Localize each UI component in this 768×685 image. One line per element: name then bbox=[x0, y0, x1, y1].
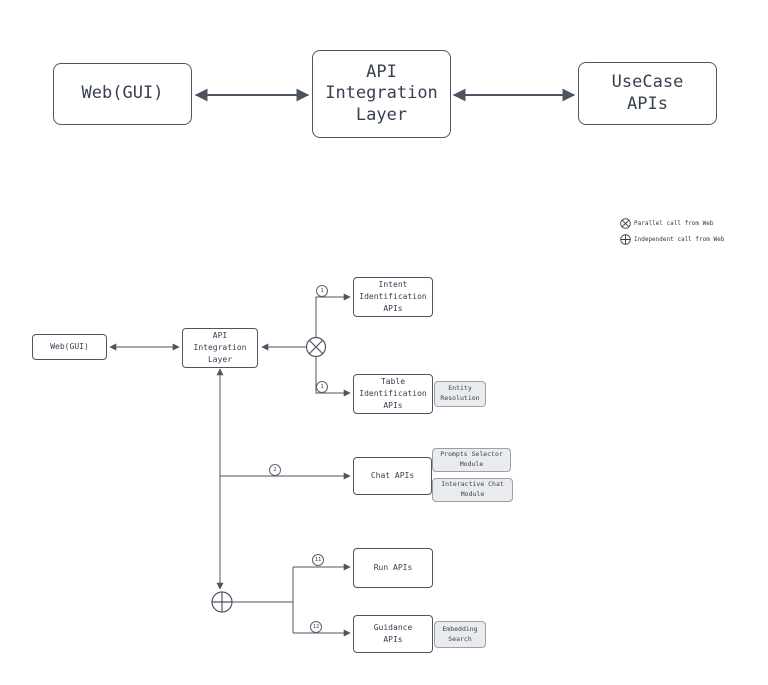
edge-label-guidance: 12 bbox=[310, 621, 322, 633]
module-interactive-chat: Interactive Chat Module bbox=[432, 478, 513, 502]
edge-cross-table bbox=[315, 356, 351, 397]
flow-node-run-apis: Run APIs bbox=[353, 548, 433, 588]
legend-item-parallel: Parallel call from Web bbox=[620, 218, 713, 229]
module-prompts-selector: Prompts Selector Module bbox=[432, 448, 511, 472]
overview-node-api-integration-layer: API Integration Layer bbox=[312, 50, 451, 138]
flow-node-api-integration-layer: API Integration Layer bbox=[182, 328, 258, 368]
flow-node-web-gui: Web(GUI) bbox=[32, 334, 107, 360]
overview-node-web-gui: Web(GUI) bbox=[53, 63, 192, 125]
legend-label-independent: Independent call from Web bbox=[634, 236, 725, 243]
legend-label-parallel: Parallel call from Web bbox=[634, 220, 714, 227]
legend-item-independent: Independent call from Web bbox=[620, 234, 724, 245]
circle-plus-icon bbox=[620, 234, 631, 245]
overview-node-usecase-apis: UseCase APIs bbox=[578, 62, 717, 125]
flow-node-table-identification-apis: Table Identification APIs bbox=[353, 374, 433, 414]
edge-label-table: 1 bbox=[316, 381, 328, 393]
module-embedding-search: Embedding Search bbox=[434, 621, 486, 648]
edge-cross-intent bbox=[315, 293, 351, 338]
edge-label-chat: 2 bbox=[269, 464, 281, 476]
flow-node-guidance-apis: Guidance APIs bbox=[353, 615, 433, 653]
flow-edges bbox=[109, 293, 351, 637]
circle-x-icon bbox=[620, 218, 631, 229]
flow-node-chat-apis: Chat APIs bbox=[353, 457, 432, 495]
module-entity-resolution: Entity Resolution bbox=[434, 381, 486, 407]
edge-label-run: 11 bbox=[312, 554, 324, 566]
independent-branch-icon bbox=[211, 591, 233, 613]
parallel-branch-icon bbox=[305, 336, 327, 358]
flow-node-intent-identification-apis: Intent Identification APIs bbox=[353, 277, 433, 317]
edge-label-intent: 1 bbox=[316, 285, 328, 297]
